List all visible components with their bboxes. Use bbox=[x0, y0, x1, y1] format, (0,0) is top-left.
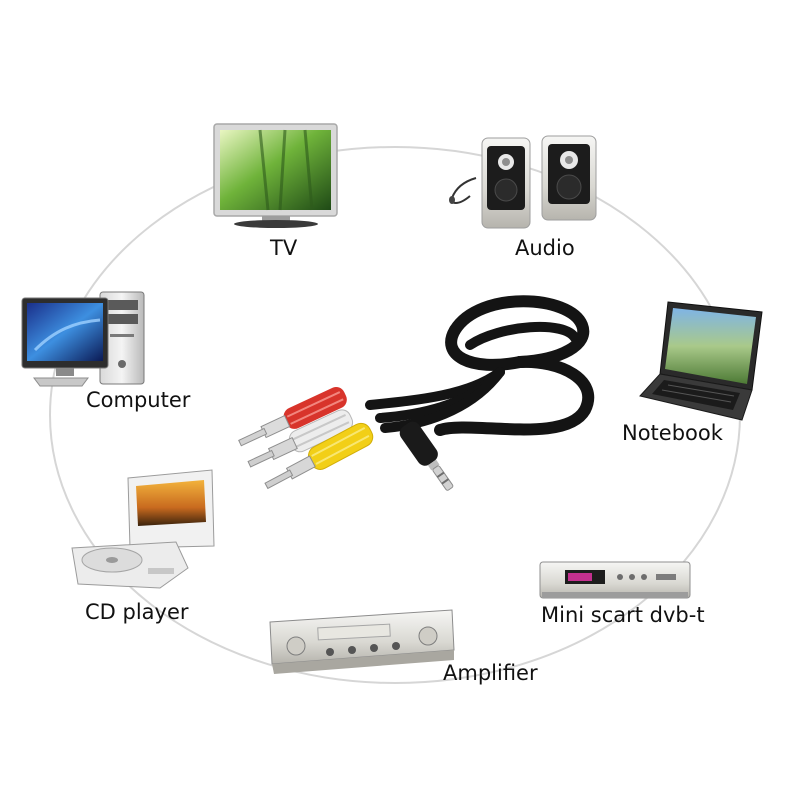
laptop-icon bbox=[639, 301, 763, 421]
amplifier-icon bbox=[269, 609, 455, 674]
portable-dvd-player-icon bbox=[71, 469, 215, 589]
amplifier-label: Amplifier bbox=[443, 661, 538, 685]
set-top-box-icon bbox=[539, 561, 691, 599]
rca-cable-icon bbox=[238, 295, 595, 491]
tv-label: TV bbox=[270, 236, 298, 260]
audio-label: Audio bbox=[515, 236, 575, 260]
notebook-label: Notebook bbox=[622, 421, 723, 445]
desktop-computer-icon bbox=[21, 291, 145, 387]
mini-scart-label: Mini scart dvb-t bbox=[541, 603, 705, 627]
speakers-icon bbox=[449, 135, 597, 229]
tv-icon bbox=[213, 123, 338, 228]
cd-player-label: CD player bbox=[85, 600, 189, 624]
computer-label: Computer bbox=[86, 388, 191, 412]
